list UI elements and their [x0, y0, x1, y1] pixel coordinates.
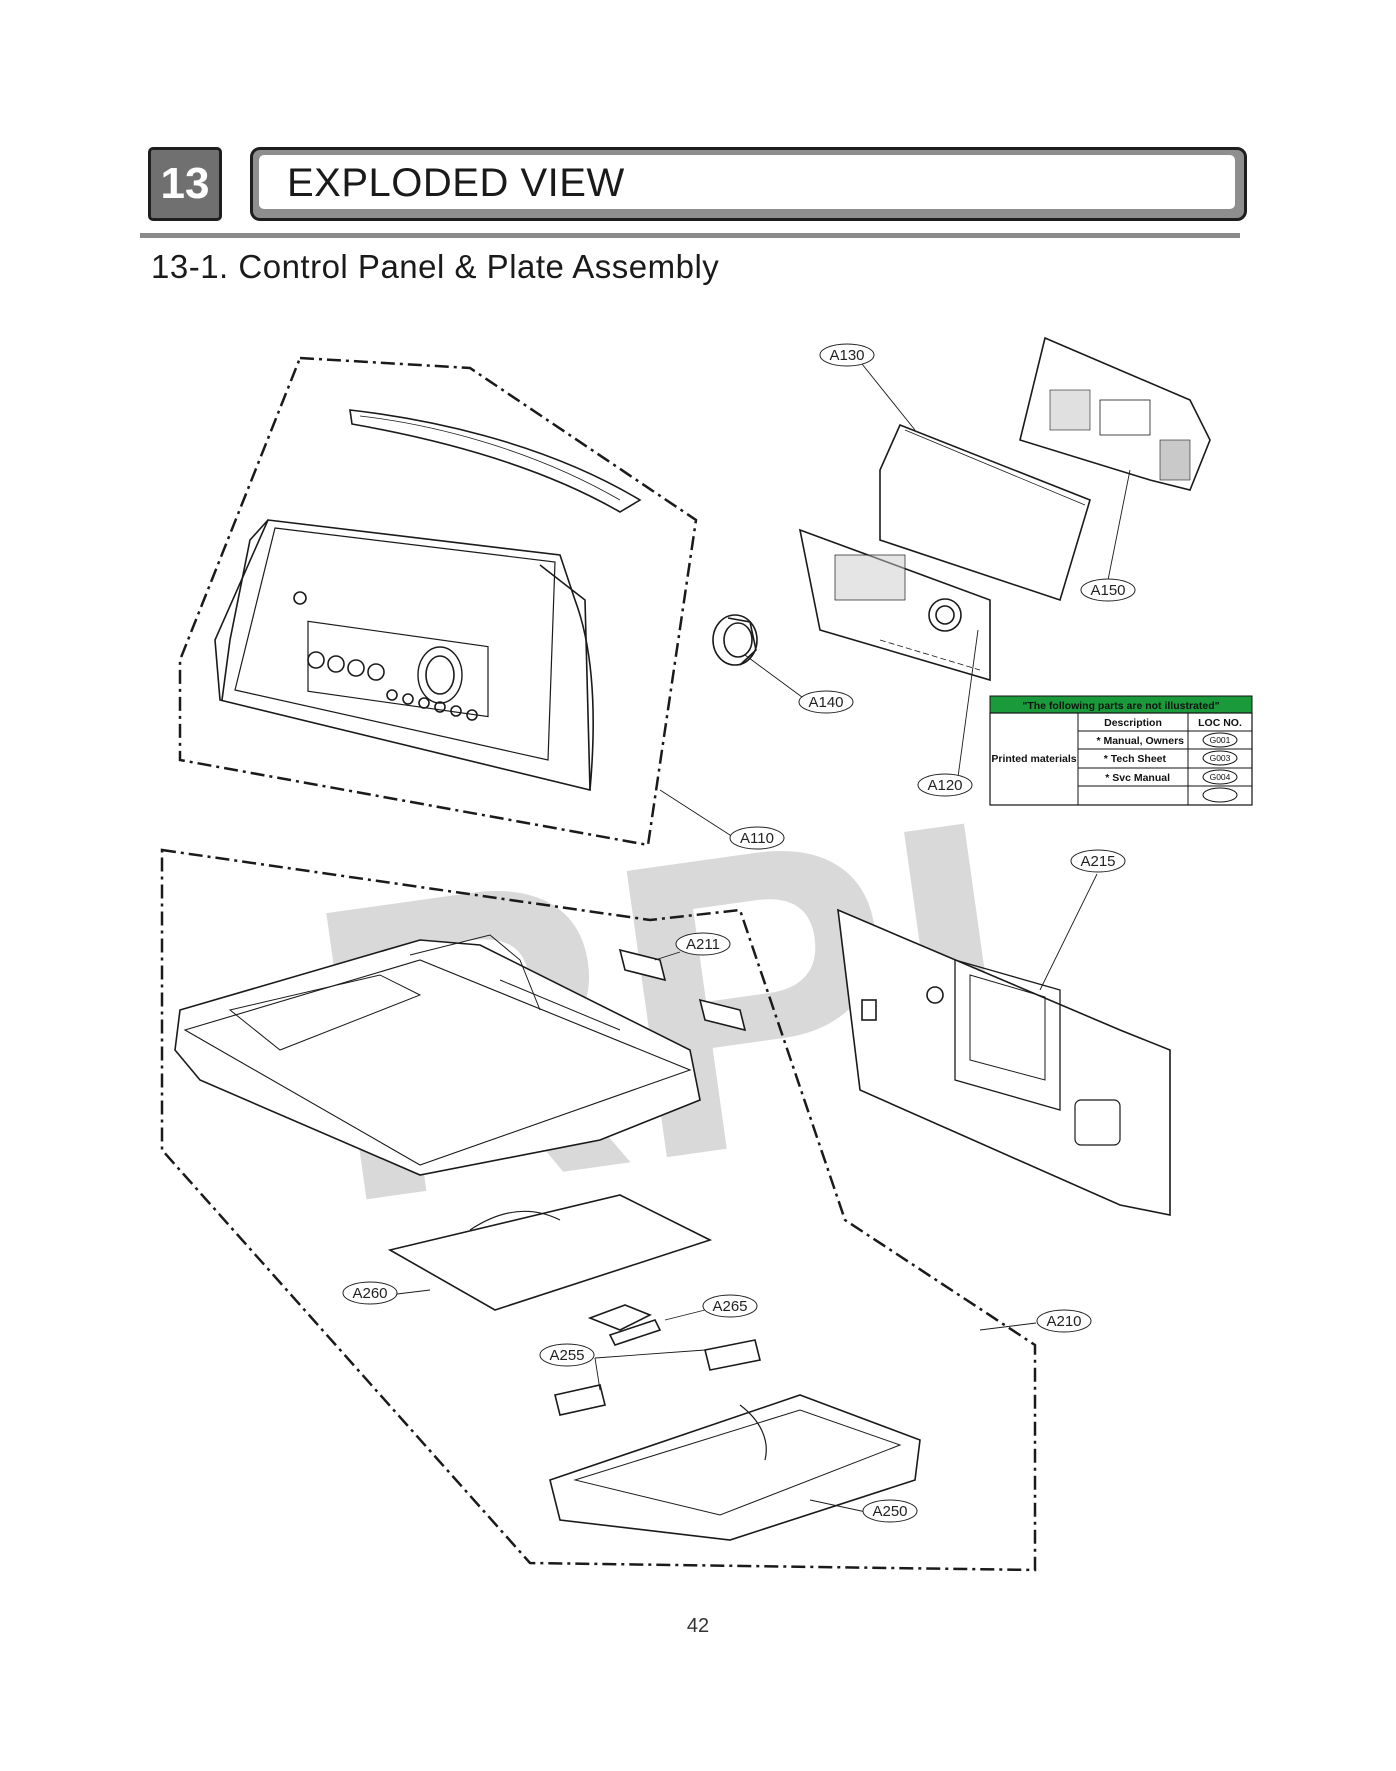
- lid-hinge-part: [554, 1339, 761, 1416]
- callout-a150-label: A150: [1090, 582, 1125, 599]
- header-rule: [140, 233, 1240, 238]
- table-col-description: Description: [1104, 717, 1162, 729]
- lid-frame-part: [549, 1394, 921, 1541]
- subsection-title: 13-1. Control Panel & Plate Assembly: [151, 248, 720, 285]
- callout-a211-label: A211: [686, 936, 720, 953]
- callout-a140-label: A140: [808, 694, 843, 711]
- back-plate-part: [837, 908, 1171, 1216]
- control-panel-group-boundary: [178, 356, 698, 847]
- table-group-label: Printed materials: [991, 753, 1076, 765]
- lid-glass-part: [387, 1194, 713, 1311]
- table-row-description: * Manual, Owners: [1096, 735, 1184, 747]
- table-row-loc: G003: [1210, 753, 1231, 763]
- callout-a140: A140: [798, 690, 854, 714]
- table-row-loc: G001: [1210, 735, 1231, 745]
- control-panel-housing-part: [214, 519, 594, 791]
- callout-a120-label: A120: [927, 777, 962, 794]
- callout-a215-label: A215: [1080, 853, 1115, 870]
- section-number-badge: 13: [148, 147, 222, 221]
- callout-a265-label: A265: [712, 1298, 747, 1315]
- panel-trim-part: [349, 409, 642, 513]
- section-title-box: EXPLODED VIEW: [250, 147, 1247, 221]
- section-title: EXPLODED VIEW: [287, 161, 625, 205]
- callout-a120: A120: [917, 773, 973, 797]
- back-cover-part: [1019, 336, 1211, 491]
- callout-a210-label: A210: [1046, 1313, 1081, 1330]
- callout-a260-label: A260: [352, 1285, 387, 1302]
- leader-lines: [388, 363, 1131, 1513]
- callout-a150: A150: [1080, 578, 1136, 602]
- callout-a255: A255: [539, 1343, 595, 1367]
- callout-a130-label: A130: [829, 347, 864, 364]
- callout-a260: A260: [342, 1281, 398, 1305]
- callout-a215: A215: [1070, 849, 1126, 873]
- pcb-cover-part: [879, 423, 1091, 602]
- table-col-loc: LOC NO.: [1198, 717, 1242, 729]
- lid-latch-part: [587, 1304, 662, 1346]
- callout-a250: A250: [862, 1499, 918, 1523]
- hinge-bracket-part: [618, 948, 747, 1032]
- callout-a210: A210: [1036, 1309, 1092, 1333]
- callout-a250-label: A250: [872, 1503, 907, 1520]
- callout-a130: A130: [819, 343, 875, 367]
- table-row-description: * Svc Manual: [1105, 772, 1170, 784]
- callout-a211: A211: [675, 932, 731, 956]
- table-row-loc: G004: [1210, 772, 1231, 782]
- callout-a255-label: A255: [549, 1347, 584, 1364]
- page-number: 42: [686, 1615, 710, 1637]
- knob-part: [712, 614, 758, 666]
- callout-a265: A265: [702, 1294, 758, 1318]
- top-plate-part: [174, 934, 701, 1176]
- pcb-assembly-part: [798, 528, 991, 682]
- top-plate-group-boundary: [160, 848, 1037, 1572]
- callout-a110: A110: [729, 826, 785, 850]
- not-illustrated-table: "The following parts are not illustrated…: [989, 695, 1253, 806]
- table-title: "The following parts are not illustrated…: [1022, 700, 1219, 712]
- callout-a110-label: A110: [740, 830, 774, 847]
- table-row-description: * Tech Sheet: [1104, 753, 1167, 765]
- section-title-inner: EXPLODED VIEW: [259, 155, 1235, 209]
